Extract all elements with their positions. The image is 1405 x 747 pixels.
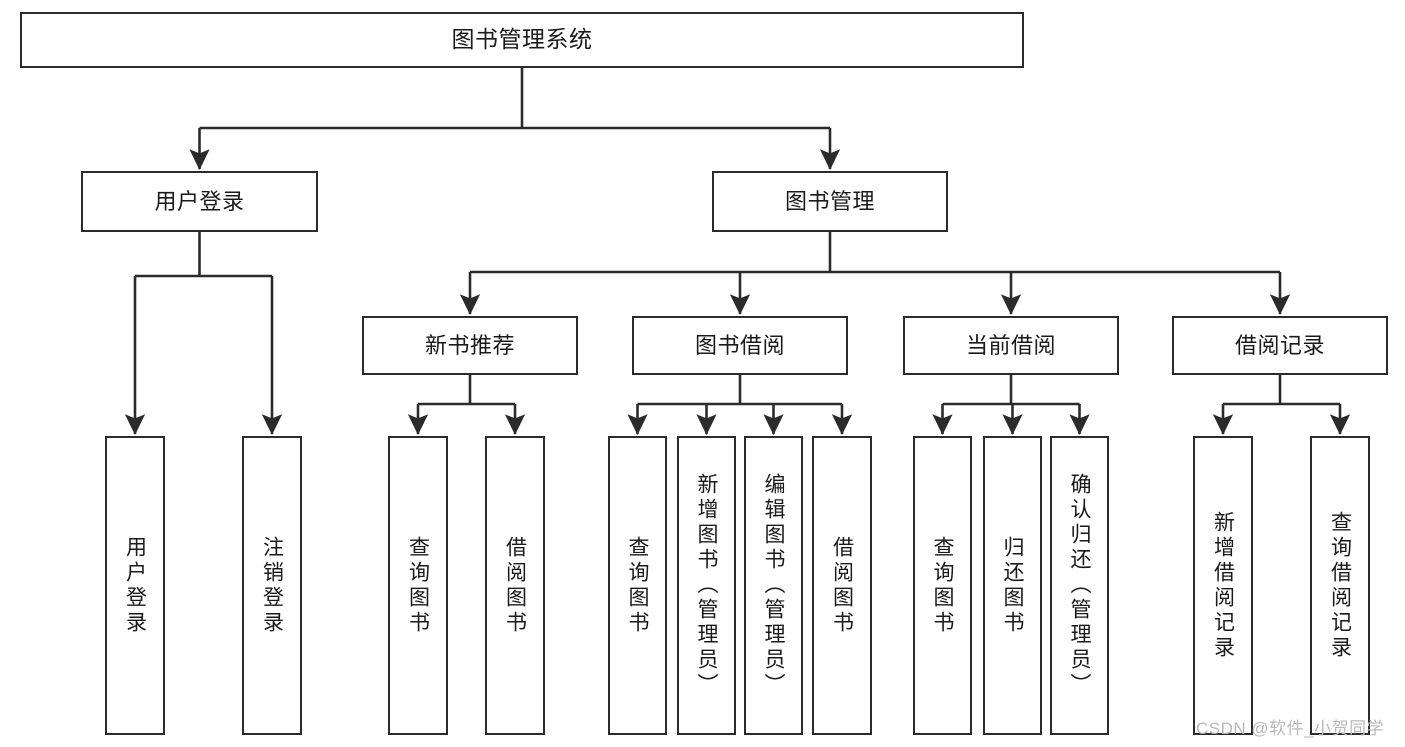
node-leaf-query-record[interactable]: 查询借阅记录: [1310, 436, 1370, 735]
node-label-current-borrow: 当前借阅: [965, 332, 1056, 358]
node-book-manage[interactable]: 图书管理: [712, 171, 948, 232]
node-label-book-manage: 图书管理: [784, 188, 875, 214]
node-label-leaf-query-record: 查询借阅记录: [1328, 510, 1352, 661]
node-user-login[interactable]: 用户登录: [81, 171, 318, 232]
node-label-leaf-query-book-3: 查询图书: [931, 535, 954, 636]
node-label-leaf-user-login: 用户登录: [123, 535, 147, 636]
node-new-book-rec[interactable]: 新书推荐: [362, 316, 578, 375]
node-label-leaf-add-book: 新增图书（管理员）: [695, 473, 718, 698]
node-label-leaf-logout: 注销登录: [260, 535, 284, 636]
node-leaf-return-book[interactable]: 归还图书: [983, 436, 1042, 735]
node-leaf-query-book-2[interactable]: 查询图书: [608, 436, 667, 735]
node-label-leaf-return-book: 归还图书: [1001, 535, 1024, 636]
node-label-new-book-rec: 新书推荐: [424, 332, 515, 358]
node-label-leaf-query-book-1: 查询图书: [406, 535, 430, 636]
node-label-leaf-add-record: 新增借阅记录: [1211, 510, 1235, 661]
edge-group: [124, 68, 1351, 436]
node-book-borrow[interactable]: 图书借阅: [632, 316, 848, 375]
node-leaf-borrow-book-2[interactable]: 借阅图书: [812, 436, 872, 735]
node-leaf-user-login[interactable]: 用户登录: [105, 436, 165, 735]
node-leaf-query-book-3[interactable]: 查询图书: [913, 436, 972, 735]
node-leaf-query-book-1[interactable]: 查询图书: [388, 436, 448, 735]
node-label-leaf-edit-book: 编辑图书（管理员）: [762, 473, 785, 698]
node-label-leaf-confirm-return: 确认归还（管理员）: [1068, 473, 1091, 698]
node-label-book-borrow: 图书借阅: [694, 332, 785, 358]
node-label-leaf-borrow-book-1: 借阅图书: [503, 535, 527, 636]
node-label-user-login: 用户登录: [154, 188, 245, 214]
node-root[interactable]: 图书管理系统: [20, 12, 1024, 68]
node-label-leaf-query-book-2: 查询图书: [626, 535, 649, 636]
node-label-leaf-borrow-book-2: 借阅图书: [830, 535, 854, 636]
node-leaf-edit-book[interactable]: 编辑图书（管理员）: [744, 436, 803, 735]
node-borrow-record[interactable]: 借阅记录: [1172, 316, 1388, 375]
node-current-borrow[interactable]: 当前借阅: [903, 316, 1119, 375]
node-leaf-logout[interactable]: 注销登录: [242, 436, 302, 735]
node-label-borrow-record: 借阅记录: [1234, 332, 1325, 358]
node-leaf-add-book[interactable]: 新增图书（管理员）: [677, 436, 736, 735]
node-leaf-borrow-book-1[interactable]: 借阅图书: [485, 436, 545, 735]
node-leaf-confirm-return[interactable]: 确认归还（管理员）: [1050, 436, 1109, 735]
node-label-root: 图书管理系统: [451, 26, 593, 53]
node-leaf-add-record[interactable]: 新增借阅记录: [1193, 436, 1253, 735]
